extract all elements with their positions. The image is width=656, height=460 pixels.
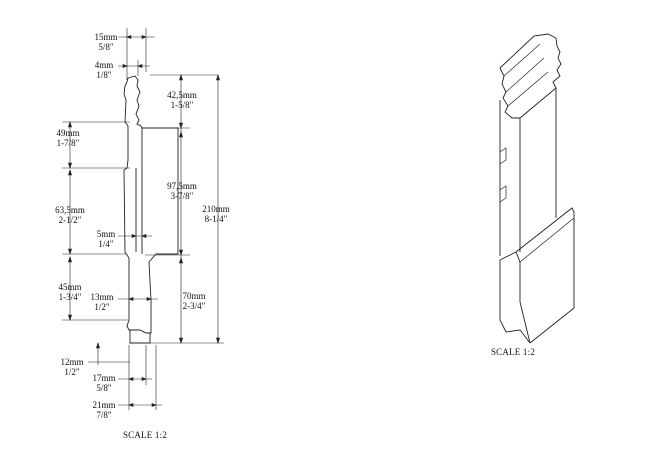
scale-label-profile: SCALE 1:2	[122, 430, 168, 440]
dim-49mm	[62, 121, 130, 169]
dim-45mm	[62, 256, 128, 321]
profile-foot	[129, 330, 151, 344]
dim-17mm	[118, 376, 152, 382]
profile-outline	[123, 75, 179, 334]
isometric-view	[499, 33, 575, 344]
dim-42mm	[145, 74, 190, 129]
dim-63mm	[62, 169, 126, 255]
dim-13mm	[118, 296, 158, 302]
top-extensions	[126, 28, 218, 80]
profile-back-line	[135, 128, 143, 254]
dim-210mm	[150, 74, 224, 344]
dim-21mm	[118, 402, 162, 408]
dim-15mm	[118, 34, 155, 40]
dim-4mm	[118, 63, 150, 69]
dim-5mm	[118, 233, 152, 239]
dim-12mm	[88, 342, 130, 365]
bottom-extensions	[128, 345, 157, 410]
dim-97mm	[145, 128, 190, 256]
scale-label-isometric: SCALE 1:2	[490, 347, 536, 357]
dim-70mm	[178, 255, 184, 344]
